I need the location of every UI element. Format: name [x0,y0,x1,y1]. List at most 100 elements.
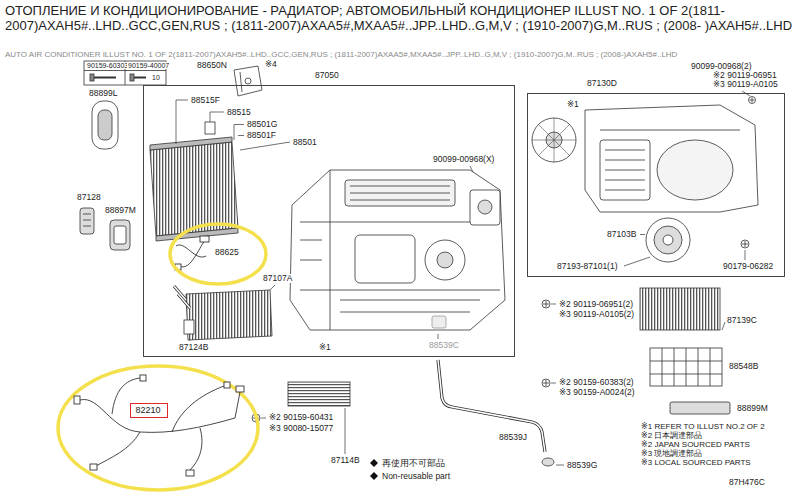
label-anchor: 88899M [736,404,769,413]
screw-symbol [252,97,756,423]
note-text: ※3 現地調達部品 [640,450,703,458]
part-number: 88548B [728,362,759,371]
ellipse-outline [170,224,266,284]
label-anchor: 87107A [262,274,293,283]
hvac-housing [345,180,455,206]
legend-text: 再使用不可部品 [382,459,445,468]
part-number: 88650N [196,61,228,70]
label-anchor: 87128 [76,193,102,202]
part-number: 88501 [292,138,318,147]
label-anchor: 87124B [178,343,209,352]
wire-sub-harness [200,236,209,242]
assembly-number: 87130D [586,79,618,88]
bolt-table [84,70,166,71]
small-parts [98,110,112,140]
filter-and-cover [288,382,350,406]
note-text: ※3 LOCAL SOURCED PARTS [640,459,752,467]
label-anchor: 87193-87101(1) [556,262,619,271]
label-anchor: ※3 90080-15077 [268,424,334,433]
leader-line [722,322,725,330]
part-number: 87128 [76,193,102,202]
bracket-part [240,72,242,92]
part-number: 90099-00968(2) [690,62,753,71]
blower-unit [600,130,740,131]
filter-and-cover [288,288,730,414]
drawing-code: 87H476C [728,478,766,487]
leader-line [624,257,650,266]
hvac-housing [350,186,450,200]
title-anchor: ОТОПЛЕНИЕ И КОНДИЦИОНИРОВАНИЕ - РАДИАТОР… [5,3,805,33]
label-anchor: 88539J [498,433,528,442]
label-anchor: ※2 90159-60431 [268,413,334,422]
filter-and-cover [670,402,730,414]
label-anchor: 90159-60303 [86,62,129,69]
legend-row: Non-reusable part [370,472,450,481]
highlight-ellipse: 88625 [168,222,268,286]
highlight-ellipse [58,366,258,490]
wire-harness [140,375,146,381]
label-anchor: 87139C [726,316,758,325]
subtitle: AUTO AIR CONDITIONER ILLUST NO. 1 OF 2(1… [4,51,678,59]
part-number: 88539J [498,433,528,442]
hvac-housing [425,240,465,280]
part-number: ※3 90119-A0105(2) [558,310,635,319]
legend-swatch [370,472,378,480]
hvac-housing [290,170,505,330]
leader-line [551,304,556,305]
wire-harness [186,470,194,476]
part-number: ※2 90159-60431 [268,413,334,422]
blower-unit [532,118,576,162]
diagram-title: ОТОПЛЕНИЕ И КОНДИЦИОНИРОВАНИЕ - РАДИАТОР… [5,3,805,33]
label-anchor: ※1 REFER TO ILLUST NO.2 OF 2 [640,423,766,431]
screw-symbol [543,380,549,386]
assembly-frame: 87130D [527,93,785,277]
filter-and-cover [650,348,722,386]
wire-harness [74,396,80,404]
hvac-housing [478,200,492,214]
wire-harness [96,432,140,466]
blower-unit [532,118,576,162]
label-anchor: 88539C [428,341,460,350]
part-number: 87139C [726,316,758,325]
label-anchor: ※3 現地調達部品 [640,450,703,458]
leader-line [210,112,224,122]
wire-harness [224,382,230,388]
label-anchor: 88650N [196,61,228,70]
wire-sub-harness [176,245,206,257]
label-anchor: ※3 LOCAL SOURCED PARTS [640,459,752,467]
table-cell: 10 [151,74,161,81]
heater-core [174,286,190,308]
leader-line [238,135,244,136]
filter-and-cover [640,288,720,330]
label-anchor: ※2 90119-06951(2) [558,300,634,309]
leader-line [240,142,290,150]
blower-unit [532,105,758,262]
part-number: 82210 [135,406,162,415]
label-anchor: 88539G [566,461,598,470]
wire-harness [80,400,235,433]
label-anchor: 88501 [292,138,318,147]
part-number: 90099-00968(X) [432,155,495,164]
screw-symbol [542,300,550,308]
screw-symbol [741,240,749,248]
heater-core [184,320,194,334]
blower-unit [646,218,690,262]
part-number: 87114B [330,456,361,465]
label-anchor: AUTO AIR CONDITIONER ILLUST NO. 1 OF 2(1… [4,51,678,59]
note-text: ※1 REFER TO ILLUST NO.2 OF 2 [640,423,766,431]
highlighted-part-box: 82210 [130,403,168,418]
blower-unit [600,140,650,200]
leader-line [745,250,746,260]
leader-line [345,408,346,454]
evaporator-core [156,228,238,241]
part-number: 87124B [178,343,209,352]
screw-symbol [742,241,748,247]
label-anchor: 88515F [190,96,221,105]
part-number: ※3 90119-A0105 [712,80,779,89]
leader-line [234,125,244,141]
wire-sub-harness [180,242,204,267]
bracket-part [245,78,251,84]
drain-pipe [542,458,554,466]
bolt-table [90,74,94,81]
